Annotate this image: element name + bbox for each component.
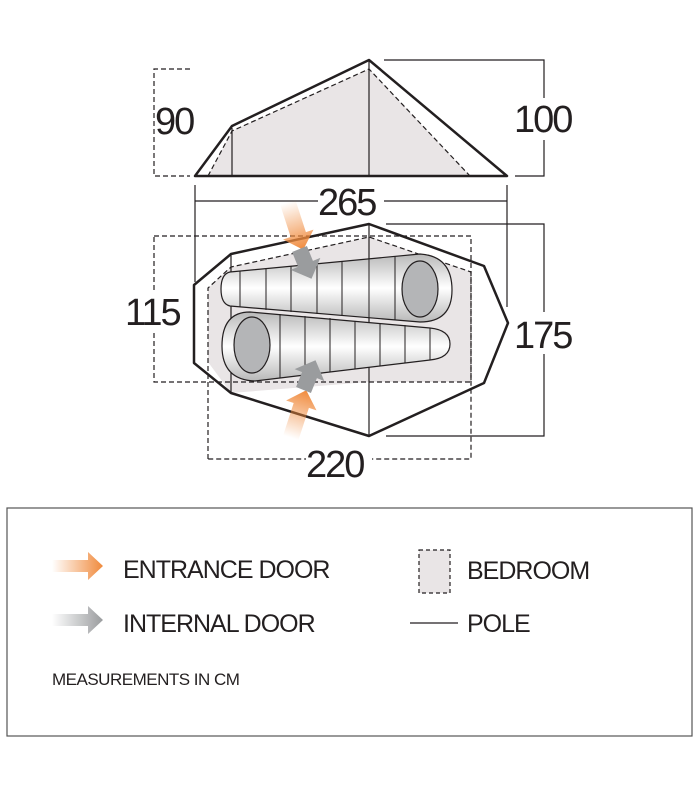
side-bedroom-fill: [208, 69, 470, 176]
sleeping-bag-head-2: [233, 316, 271, 374]
legend: ENTRANCE DOOR INTERNAL DOOR BEDROOM POLE…: [6, 507, 693, 737]
sleeping-bag-2: [221, 311, 451, 382]
entrance-door-arrow-bottom: [283, 390, 317, 441]
dimension-265: 265: [318, 182, 376, 224]
legend-pole: POLE: [467, 610, 530, 638]
measurements-note: MEASUREMENTS IN CM: [52, 670, 239, 689]
sleeping-bag-head-1: [401, 260, 439, 318]
internal-door-legend-icon: [52, 606, 103, 634]
side-view: 90 100: [153, 58, 580, 178]
entrance-door-legend-icon: [52, 552, 103, 580]
legend-bedroom: BEDROOM: [467, 557, 589, 585]
legend-box: [6, 507, 693, 737]
legend-internal-door: INTERNAL DOOR: [123, 610, 315, 638]
floor-plan: 115 175 220: [125, 199, 582, 486]
internal-door-arrow-bottom: [294, 360, 325, 393]
sleeping-bag-1: [220, 253, 453, 323]
entrance-door-arrow-top: [280, 199, 314, 250]
side-bedroom-outline: [207, 68, 471, 177]
dimension-115: 115: [125, 292, 180, 334]
dimension-100: 100: [514, 99, 572, 141]
bedroom-inner-outline: [207, 236, 472, 460]
dimension-90: 90: [155, 101, 194, 143]
dimension-220: 220: [306, 444, 364, 486]
dimension-175: 175: [514, 315, 572, 357]
length-dimension: 265: [194, 182, 508, 307]
dimension-line-90: [153, 68, 190, 177]
bedroom-legend-icon: [418, 549, 451, 594]
legend-entrance-door: ENTRANCE DOOR: [123, 556, 329, 584]
internal-door-arrow-top: [290, 246, 321, 279]
